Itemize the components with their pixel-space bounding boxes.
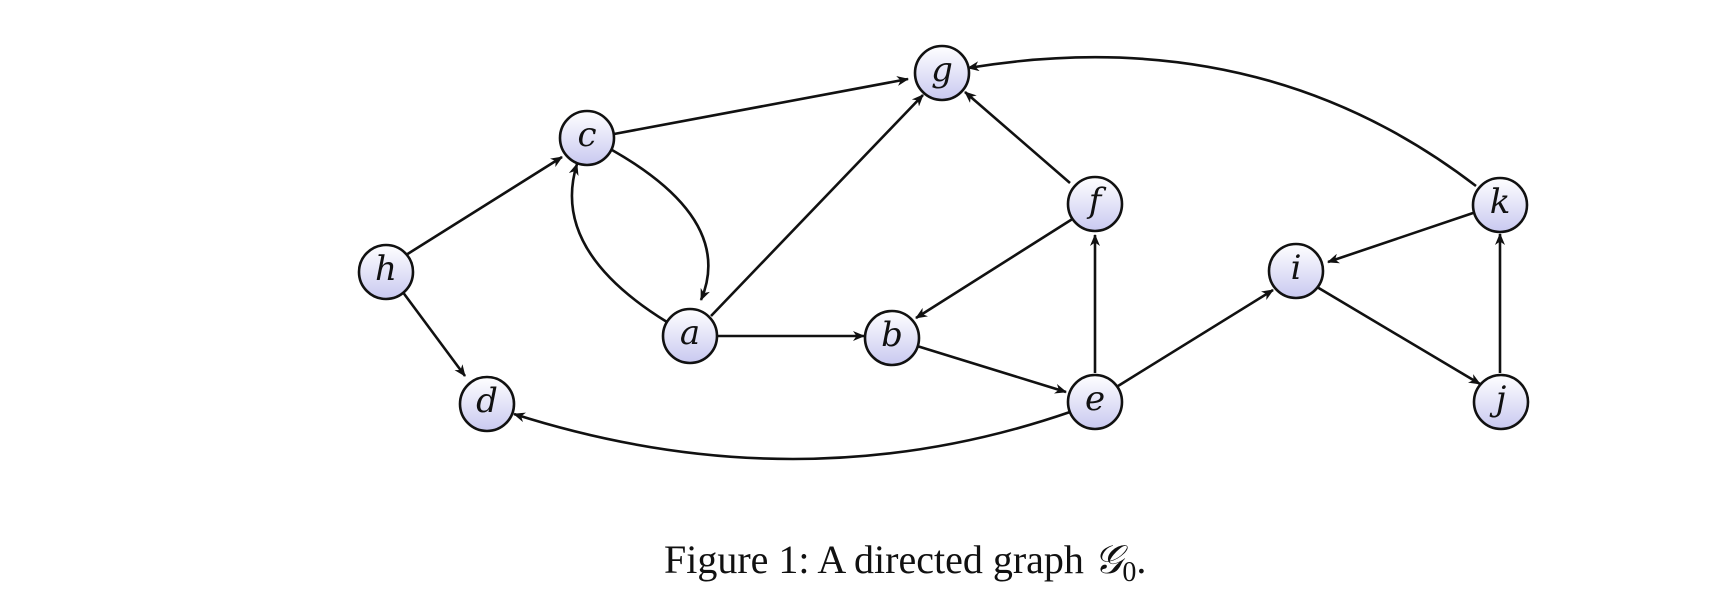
- node-d-label: d: [476, 381, 498, 421]
- edge-a-c: [568, 163, 668, 324]
- caption-subscript: 0: [1122, 557, 1136, 588]
- edge-b-e: [916, 344, 1067, 394]
- edge-a-g: [710, 94, 924, 317]
- edge-e-d: [513, 410, 1071, 461]
- edge-f-g: [964, 91, 1071, 184]
- node-e-label: e: [1085, 379, 1105, 419]
- node-b: b: [863, 309, 921, 367]
- edge-c-a: [611, 148, 710, 301]
- edge-k-g: [967, 55, 1477, 188]
- node-a-label: a: [680, 313, 700, 353]
- caption-suffix: .: [1136, 537, 1146, 582]
- node-j: j: [1472, 373, 1530, 431]
- edges-layer: [400, 55, 1505, 461]
- node-h-label: h: [375, 249, 397, 289]
- node-i-label: i: [1291, 248, 1302, 288]
- figure-caption: Figure 1: A directed graph 𝒢0.: [664, 537, 1146, 588]
- node-k-label: k: [1490, 182, 1511, 222]
- edge-h-d: [400, 290, 467, 377]
- node-g-label: g: [931, 50, 953, 90]
- edge-h-c: [405, 155, 563, 257]
- node-h: h: [357, 243, 415, 301]
- node-f: f: [1066, 175, 1124, 233]
- caption-prefix: Figure 1: A directed graph: [664, 537, 1094, 582]
- node-c-label: c: [577, 115, 596, 155]
- node-b-label: b: [881, 315, 903, 355]
- edge-k-i: [1327, 210, 1477, 264]
- node-c: c: [558, 109, 616, 167]
- node-k: k: [1471, 176, 1529, 234]
- nodes-layer: g c f k h i a b: [357, 44, 1530, 433]
- edge-f-b: [915, 216, 1075, 320]
- node-g: g: [913, 44, 971, 102]
- node-i: i: [1267, 242, 1325, 300]
- node-d: d: [458, 375, 516, 433]
- node-a: a: [661, 307, 719, 365]
- edge-c-g: [613, 76, 909, 136]
- edge-i-j: [1316, 285, 1481, 386]
- node-e: e: [1066, 373, 1124, 431]
- edge-e-i: [1117, 288, 1274, 388]
